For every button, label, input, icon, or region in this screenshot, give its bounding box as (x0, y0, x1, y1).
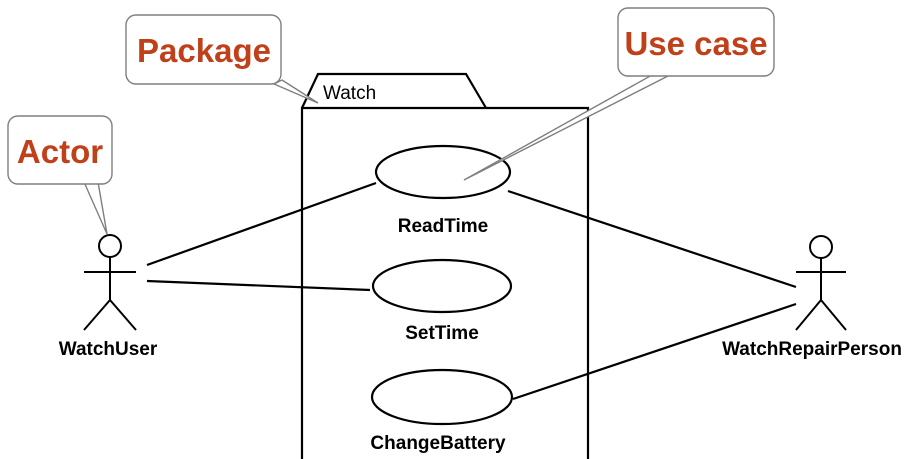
use-case-label: ChangeBattery (370, 433, 506, 454)
actor-leg-right (820, 299, 847, 331)
callout-box (125, 14, 282, 85)
callout-pointer (272, 79, 319, 104)
use-case-label: ReadTime (398, 216, 488, 237)
use-case-settime: SetTime (371, 258, 513, 344)
package-tab (301, 72, 487, 109)
callout-actor: Actor (7, 115, 113, 235)
association-readtime-watchrepairperson (507, 189, 797, 289)
callout-label: Package (137, 32, 271, 69)
callout-label: Use case (624, 25, 767, 62)
callout-package: Package (125, 14, 319, 104)
association-changebattery-watchrepairperson (512, 302, 797, 401)
package-name: Watch (323, 83, 376, 104)
actor-label: WatchUser (59, 339, 158, 360)
actor-leg-left (83, 299, 111, 331)
callout-box (7, 115, 113, 185)
callout-pointer (463, 74, 671, 181)
actor-head (98, 234, 122, 258)
actor-watchuser: WatchUser (59, 234, 158, 360)
actor-head (809, 235, 833, 259)
use-case-ellipse (370, 368, 514, 426)
actor-label: WatchRepairPerson (722, 339, 902, 360)
use-case-ellipse (371, 258, 513, 314)
use-case-label: SetTime (405, 323, 479, 344)
package-body (300, 106, 590, 459)
callout-box (617, 7, 775, 77)
use-case-ellipse (374, 144, 512, 200)
callout-pointer (82, 181, 108, 235)
association-watchuser-readtime (146, 181, 377, 267)
use-case-readtime: ReadTime (374, 144, 512, 237)
actor-leg-right (109, 299, 137, 331)
callout-label: Actor (17, 133, 103, 170)
use-case-changebattery: ChangeBattery (370, 368, 514, 454)
actor-watchrepairperson: WatchRepairPerson (722, 235, 902, 360)
associations (146, 181, 797, 401)
association-watchuser-settime (146, 279, 371, 292)
callout-use-case: Use case (463, 7, 775, 181)
actor-leg-left (795, 299, 822, 331)
package-watch: Watch (300, 72, 590, 459)
